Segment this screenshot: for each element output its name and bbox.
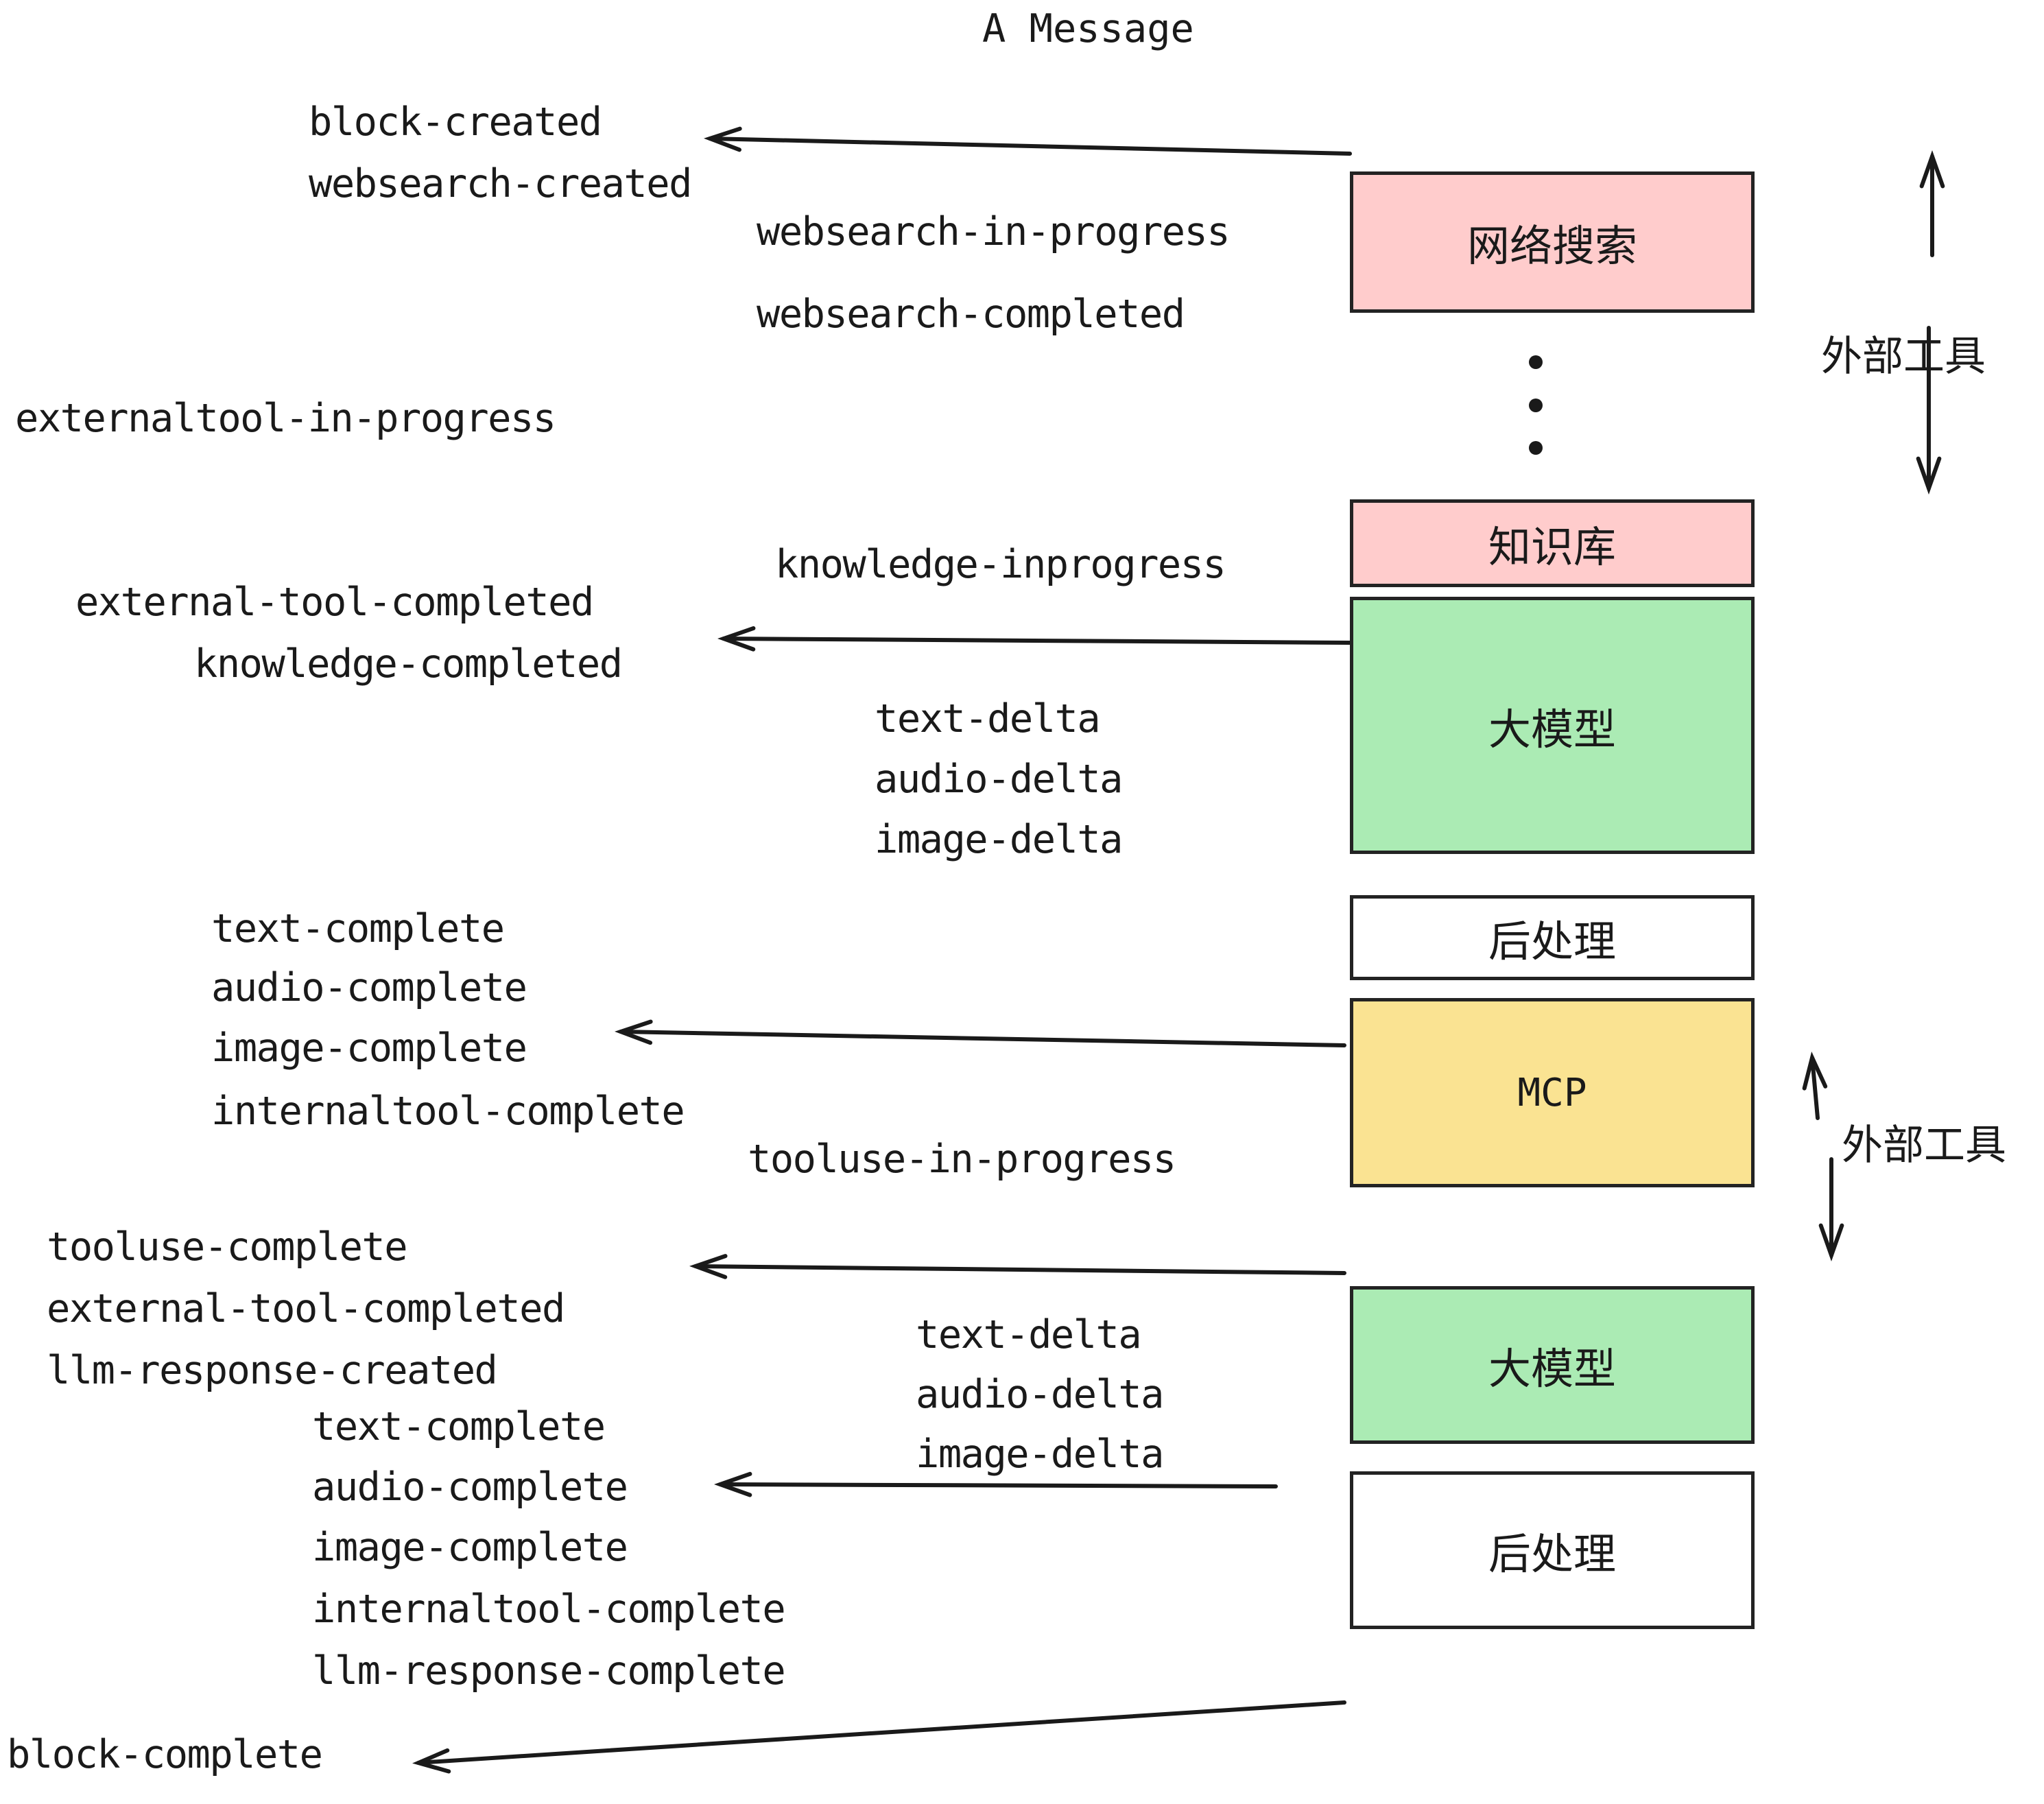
diagram-title: A Message: [982, 6, 1194, 51]
event-label-internaltool-complete-1: internaltool-complete: [211, 1089, 685, 1134]
event-label-knowledge-inprogress: knowledge-inprogress: [775, 542, 1226, 587]
event-label-tooluse-complete: tooluse-complete: [47, 1224, 408, 1270]
event-label-external-tool-completed-2: external-tool-completed: [47, 1286, 565, 1331]
arrow-mcp-to-tooluse: [689, 1254, 1346, 1279]
arrow-post1-to-image: [615, 1019, 1346, 1047]
arrow-llm2-to-audio: [714, 1471, 1278, 1497]
arrow-ext-up-bottom: [1802, 1052, 1828, 1120]
event-label-image-delta-1: image-delta: [875, 817, 1124, 862]
side-label-external-tools-bottom: 外部工具: [1842, 1121, 2006, 1170]
ellipsis-dot: [1529, 398, 1543, 412]
arrow-ext-down-bottom: [1818, 1157, 1844, 1261]
node-websearch[interactable]: 网络搜索: [1350, 171, 1755, 313]
event-label-block-complete: block-complete: [7, 1732, 323, 1777]
event-label-knowledge-completed: knowledge-completed: [194, 641, 623, 687]
ellipsis-dot: [1529, 355, 1543, 369]
event-label-audio-delta-1: audio-delta: [875, 757, 1124, 802]
node-post-1[interactable]: 后处理: [1350, 895, 1755, 980]
node-post-2[interactable]: 后处理: [1350, 1471, 1755, 1629]
vertical-ellipsis-icon: [1528, 355, 1543, 455]
event-label-llm-response-created: llm-response-created: [47, 1348, 498, 1393]
arrow-websearch-to-block: [704, 126, 1352, 156]
arrow-knowledge-to-left: [717, 626, 1352, 652]
event-label-text-complete-1: text-complete: [211, 906, 505, 951]
event-label-websearch-in-progress: websearch-in-progress: [757, 209, 1231, 254]
node-knowledge[interactable]: 知识库: [1350, 499, 1755, 587]
event-label-text-complete-2: text-complete: [312, 1404, 606, 1449]
event-label-tooluse-in-progress: tooluse-in-progress: [748, 1137, 1176, 1182]
arrow-post2-to-block: [412, 1700, 1346, 1774]
event-label-image-complete-2: image-complete: [312, 1525, 628, 1570]
event-label-text-delta-1: text-delta: [875, 696, 1101, 741]
event-label-image-complete-1: image-complete: [211, 1025, 527, 1071]
event-label-audio-complete-2: audio-complete: [312, 1464, 628, 1510]
ellipsis-dot: [1529, 441, 1543, 455]
event-label-externaltool-in-progress: externaltool-in-progress: [15, 396, 556, 441]
event-label-block-created: block-created: [309, 99, 602, 145]
event-label-websearch-completed: websearch-completed: [757, 292, 1185, 337]
event-label-internaltool-complete-2: internaltool-complete: [312, 1587, 786, 1632]
event-label-image-delta-2: image-delta: [916, 1432, 1165, 1477]
node-llm-1[interactable]: 大模型: [1350, 597, 1755, 854]
node-llm-2[interactable]: 大模型: [1350, 1286, 1755, 1444]
node-mcp[interactable]: MCP: [1350, 998, 1755, 1187]
event-label-llm-response-complete: llm-response-complete: [312, 1648, 786, 1694]
event-label-audio-complete-1: audio-complete: [211, 965, 527, 1010]
arrow-ext-up-top: [1919, 150, 1945, 257]
event-label-text-delta-2: text-delta: [916, 1312, 1142, 1357]
event-label-external-tool-completed-1: external-tool-completed: [75, 580, 594, 625]
event-label-websearch-created: websearch-created: [309, 161, 692, 206]
side-label-external-tools-top: 外部工具: [1821, 333, 1986, 381]
event-label-audio-delta-2: audio-delta: [916, 1372, 1165, 1417]
